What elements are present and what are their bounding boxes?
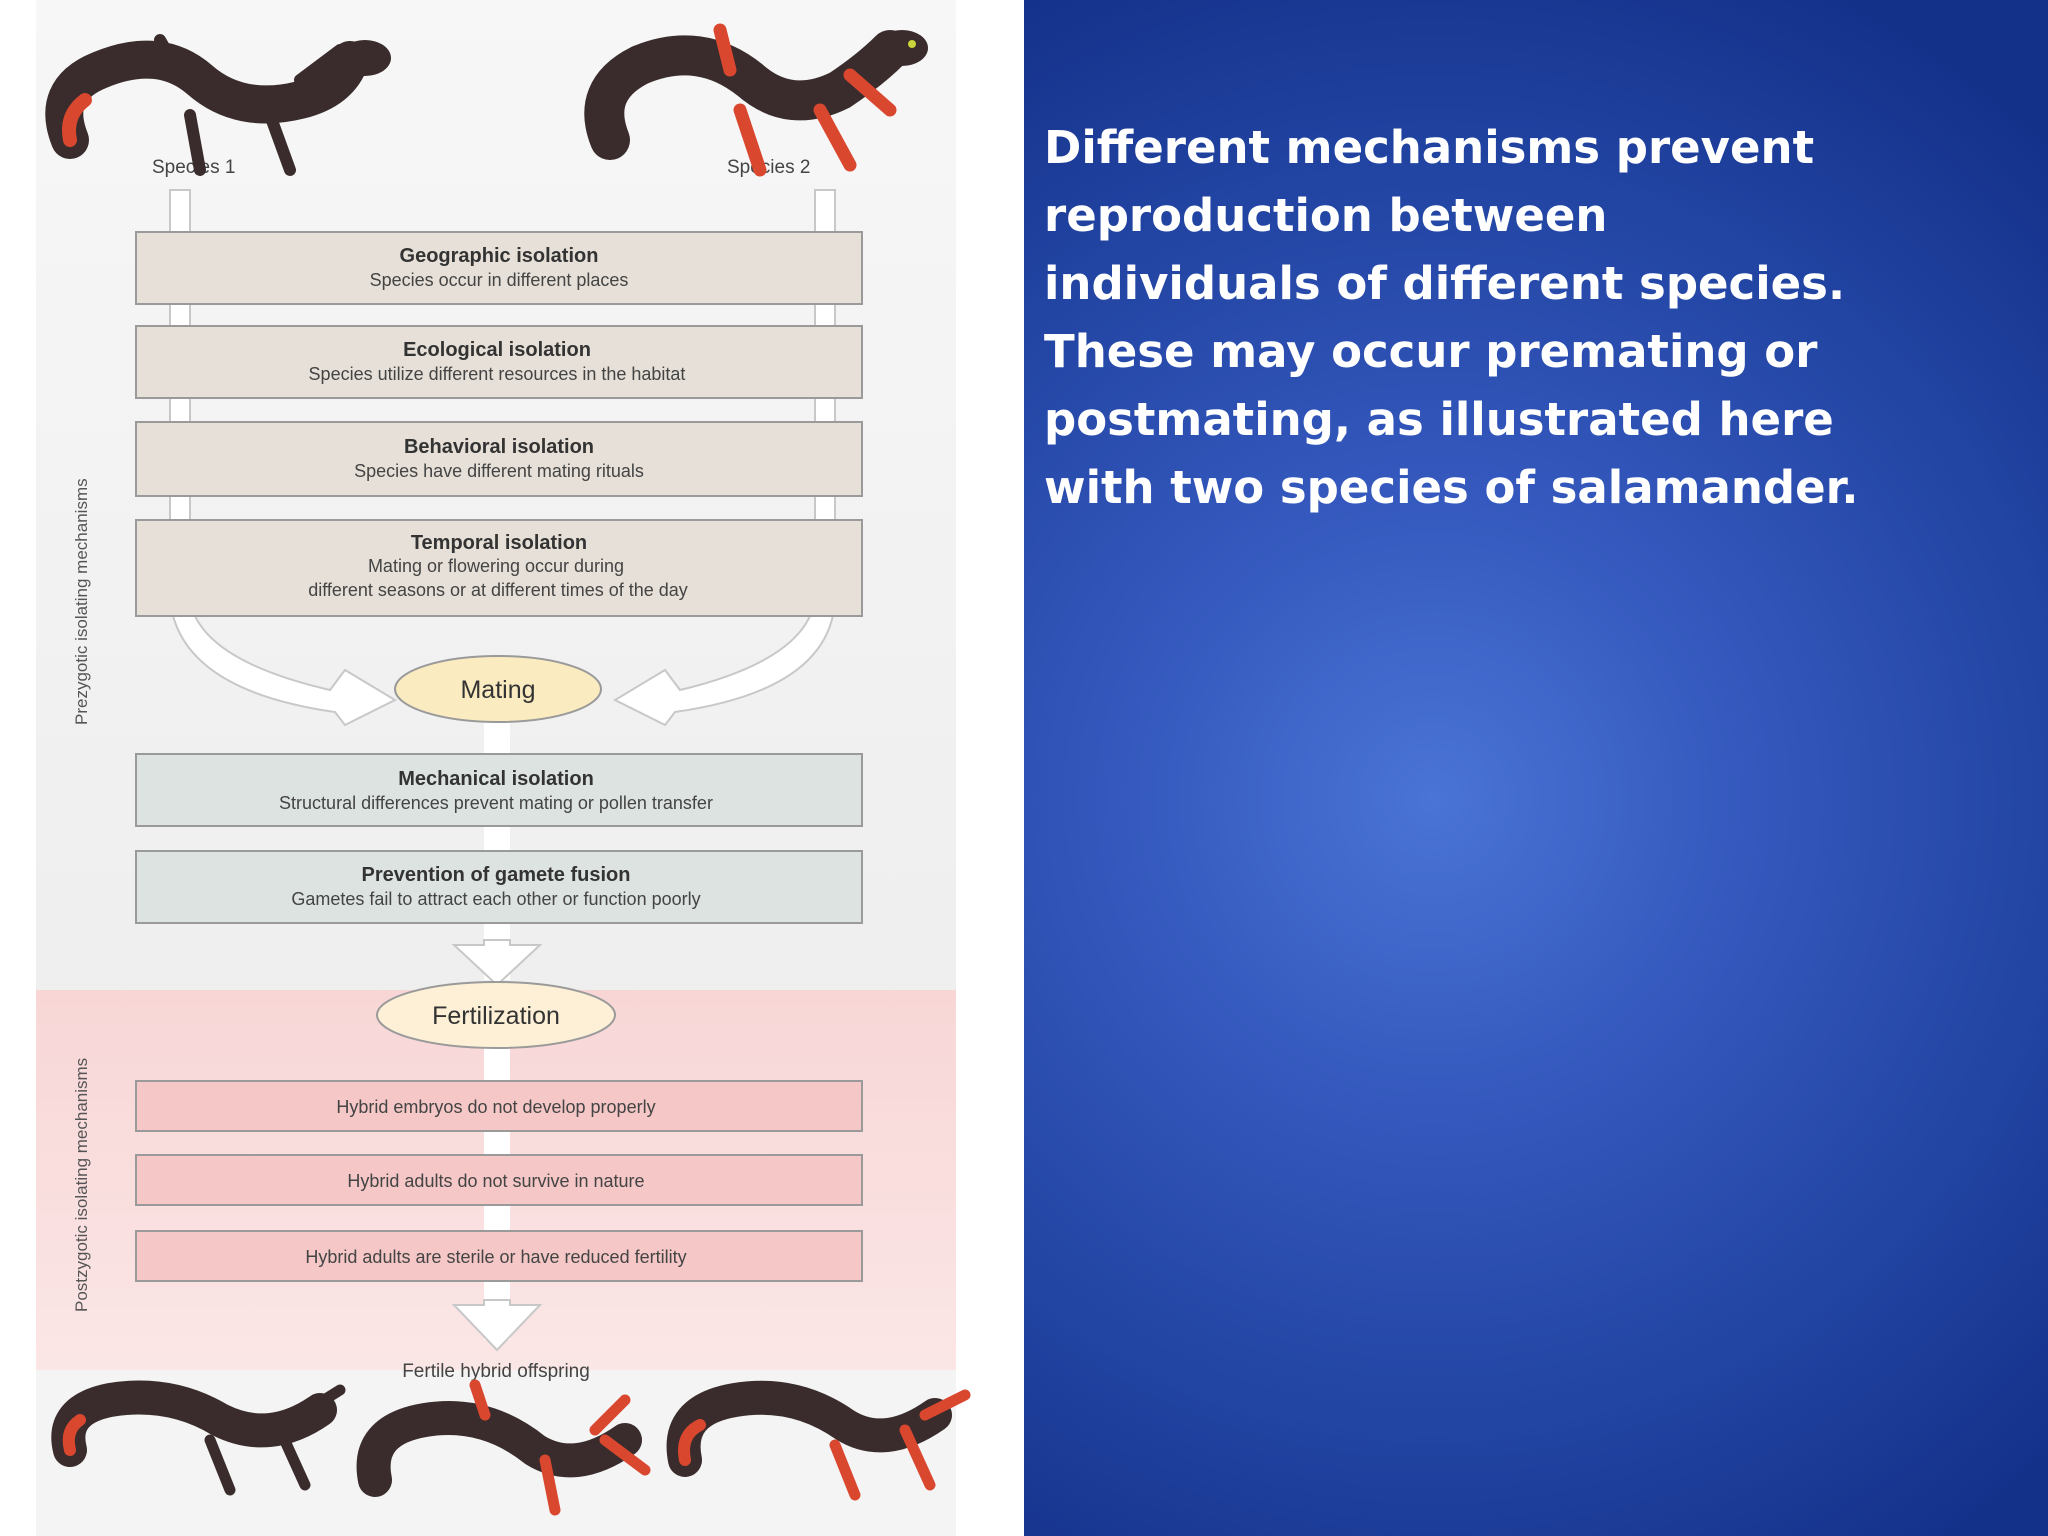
fertilization-oval [376,981,616,1049]
mating-oval [394,655,602,723]
ecological-isolation-box [135,325,863,399]
gamete-fusion-box [135,850,863,924]
prezygotic-side-label: Prezygotic isolating mechanisms [72,478,91,725]
geographic-isolation-sub: Species occur in different places [370,270,629,290]
description-line: individuals of different species. [1044,257,1846,310]
geographic-isolation-title: Geographic isolation [400,245,599,267]
postzygotic-boxes: Hybrid embryos do not develop properly H… [135,1080,863,1282]
mechanical-isolation-box [135,753,863,827]
isolation-diagram: Species 1 Species 2 Geographic isolation… [45,23,971,1516]
description-line: with two species of salamander. [1044,461,1859,514]
hybrid-embryos-box [135,1080,863,1132]
hybrid-sterile-box [135,1230,863,1282]
gamete-fusion-sub: Gametes fail to attract each other or fu… [291,889,700,909]
behavioral-isolation-box [135,421,863,497]
slide-background [1024,0,2048,1536]
hybrid-sterile-text: Hybrid adults are sterile or have reduce… [305,1247,686,1267]
temporal-isolation-box [135,519,863,617]
postzygotic-side-label: Postzygotic isolating mechanisms [72,1058,91,1312]
gamete-fusion-title: Prevention of gamete fusion [362,864,631,886]
geographic-isolation-box [135,231,863,305]
mechanical-isolation-title: Mechanical isolation [398,768,594,790]
ecological-isolation-title: Ecological isolation [403,339,591,361]
hybrid-embryos-text: Hybrid embryos do not develop properly [336,1097,655,1117]
fertilization-label: Fertilization [432,1002,560,1030]
behavioral-isolation-sub: Species have different mating rituals [354,461,644,481]
hybrid-survival-box [135,1154,863,1206]
description-line: Different mechanisms prevent [1044,121,1815,174]
hybrid-survival-text: Hybrid adults do not survive in nature [347,1171,644,1191]
ecological-isolation-sub: Species utilize different resources in t… [309,364,686,384]
mechanical-isolation-sub: Structural differences prevent mating or… [279,793,713,813]
salamander-species-1-image [45,34,391,176]
behavioral-isolation-title: Behavioral isolation [404,436,594,458]
description-line: reproduction between [1044,189,1608,242]
temporal-isolation-title: Temporal isolation [411,532,587,554]
temporal-isolation-sub-2: different seasons or at different times … [308,580,688,600]
offspring-label: Fertile hybrid offspring [402,1361,590,1382]
description-line: These may occur premating or [1044,325,1818,378]
mating-label: Mating [460,676,535,704]
salamander-species-2-image [584,23,928,177]
hybrid-offspring-images [51,1379,971,1516]
description-line: postmating, as illustrated here [1044,393,1834,446]
description-text: Different mechanisms prevent reproductio… [1044,114,1864,522]
isolation-figure: Species 1 Species 2 Geographic isolation… [36,0,971,1536]
temporal-isolation-sub-1: Mating or flowering occur during [368,556,624,576]
prezygotic-boxes: Geographic isolation Species occur in di… [135,231,863,617]
species-2-label: Species 2 [727,157,810,178]
